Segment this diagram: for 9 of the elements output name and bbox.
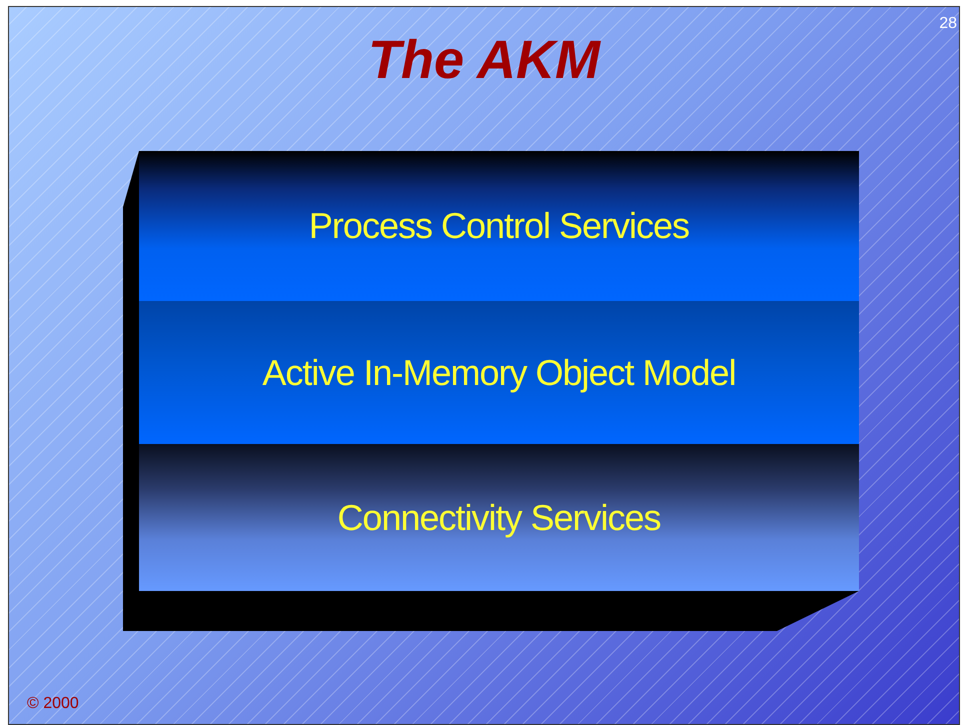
layer-label: Process Control Services (308, 205, 690, 247)
page-number: 28 (939, 15, 957, 33)
layer-band (139, 301, 859, 444)
layer-label: Connectivity Services (337, 496, 661, 538)
slide-title: The AKM (367, 29, 602, 91)
copyright-note: © 2000 (27, 695, 79, 713)
layer-band (139, 444, 859, 591)
layer-label: Active In-Memory Object Model (262, 352, 736, 394)
layer-band (139, 151, 859, 301)
